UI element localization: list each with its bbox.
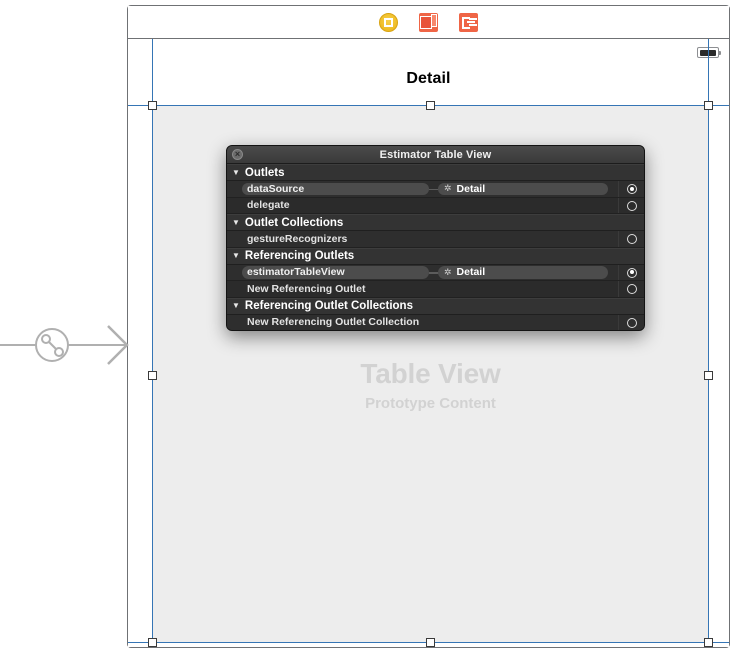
- group-label: Outlet Collections: [244, 216, 344, 229]
- connection-link: [429, 272, 439, 274]
- outlet-target-pill[interactable]: ✲ Detail: [438, 266, 608, 279]
- outlet-name-pill[interactable]: estimatorTableView: [242, 266, 429, 279]
- selection-guide-left: [152, 39, 153, 647]
- group-header-referencing-outlets[interactable]: ▼ Referencing Outlets: [227, 247, 644, 265]
- outlet-name-pill[interactable]: dataSource: [242, 182, 429, 195]
- selection-handle-bottom-center[interactable]: [426, 638, 435, 647]
- connection-well[interactable]: [627, 184, 637, 194]
- view-controller-icon[interactable]: [379, 13, 398, 32]
- selection-handle-middle-right[interactable]: [704, 371, 713, 380]
- outlet-name: New Referencing Outlet Collection: [247, 316, 420, 329]
- connection-well[interactable]: [627, 317, 637, 328]
- connection-row-delegate[interactable]: delegate: [227, 197, 644, 214]
- selection-handle-middle-left[interactable]: [148, 371, 157, 380]
- connection-row-estimatortableview[interactable]: estimatorTableView ✲ Detail: [227, 264, 644, 281]
- prototype-subtitle: Prototype Content: [365, 395, 496, 412]
- selection-handle-bottom-left[interactable]: [148, 638, 157, 647]
- first-responder-icon[interactable]: [419, 13, 438, 32]
- group-label: Outlets: [244, 166, 285, 179]
- close-icon[interactable]: ×: [232, 149, 243, 160]
- connection-row-gesturerecognizers[interactable]: gestureRecognizers: [227, 231, 644, 248]
- outlet-name: New Referencing Outlet: [247, 282, 366, 295]
- chevron-down-icon[interactable]: ▼: [232, 217, 240, 227]
- connection-row-new-referencing-outlet-collection[interactable]: New Referencing Outlet Collection: [227, 314, 644, 330]
- connection-row-datasource[interactable]: dataSource ✲ Detail: [227, 181, 644, 198]
- group-label: Referencing Outlet Collections: [244, 300, 413, 312]
- divider: [618, 264, 619, 280]
- outlet-name: gestureRecognizers: [247, 232, 348, 245]
- connections-inspector-popup[interactable]: × Estimator Table View ▼ Outlets dataSou…: [226, 145, 645, 331]
- target-name: Detail: [456, 182, 486, 195]
- chevron-down-icon[interactable]: ▼: [232, 251, 240, 260]
- selection-handle-top-right[interactable]: [704, 101, 713, 110]
- divider: [618, 197, 619, 213]
- target-name: Detail: [456, 266, 486, 279]
- group-label: Referencing Outlets: [244, 250, 355, 262]
- target-object-icon: ✲: [444, 266, 452, 277]
- page-title: Detail: [406, 70, 451, 87]
- connection-well[interactable]: [627, 200, 637, 211]
- outlet-target-pill[interactable]: ✲ Detail: [438, 182, 608, 195]
- connection-well[interactable]: [627, 267, 637, 278]
- connection-link: [429, 188, 439, 190]
- segue-arrow-graphic: [0, 325, 129, 365]
- popup-titlebar[interactable]: × Estimator Table View: [227, 146, 644, 164]
- divider: [618, 231, 619, 247]
- chevron-down-icon[interactable]: ▼: [232, 167, 240, 177]
- target-object-icon: ✲: [444, 183, 452, 194]
- group-header-referencing-outlet-collections[interactable]: ▼ Referencing Outlet Collections: [227, 297, 644, 315]
- scene-dock[interactable]: [128, 6, 729, 39]
- outlet-name: estimatorTableView: [247, 266, 345, 279]
- popup-title: Estimator Table View: [379, 148, 492, 161]
- chevron-down-icon[interactable]: ▼: [232, 301, 240, 310]
- selection-guide-right: [708, 39, 709, 647]
- connection-well[interactable]: [627, 284, 637, 294]
- divider: [618, 181, 619, 197]
- divider: [618, 314, 619, 330]
- selection-handle-top-center[interactable]: [426, 101, 435, 110]
- divider: [618, 281, 619, 297]
- selection-handle-bottom-right[interactable]: [704, 638, 713, 647]
- group-header-outlets[interactable]: ▼ Outlets: [227, 164, 644, 181]
- prototype-title: Table View: [360, 358, 501, 389]
- popup-body: ▼ Outlets dataSource ✲ Detail delegate: [227, 164, 644, 330]
- connection-row-new-referencing-outlet[interactable]: New Referencing Outlet: [227, 281, 644, 298]
- exit-icon[interactable]: [459, 13, 478, 32]
- selection-handle-top-left[interactable]: [148, 101, 157, 110]
- group-header-outlet-collections[interactable]: ▼ Outlet Collections: [227, 214, 644, 231]
- connection-well[interactable]: [627, 234, 637, 244]
- segue-arrow[interactable]: [0, 320, 130, 370]
- outlet-name: dataSource: [247, 182, 305, 195]
- outlet-name: delegate: [247, 199, 290, 212]
